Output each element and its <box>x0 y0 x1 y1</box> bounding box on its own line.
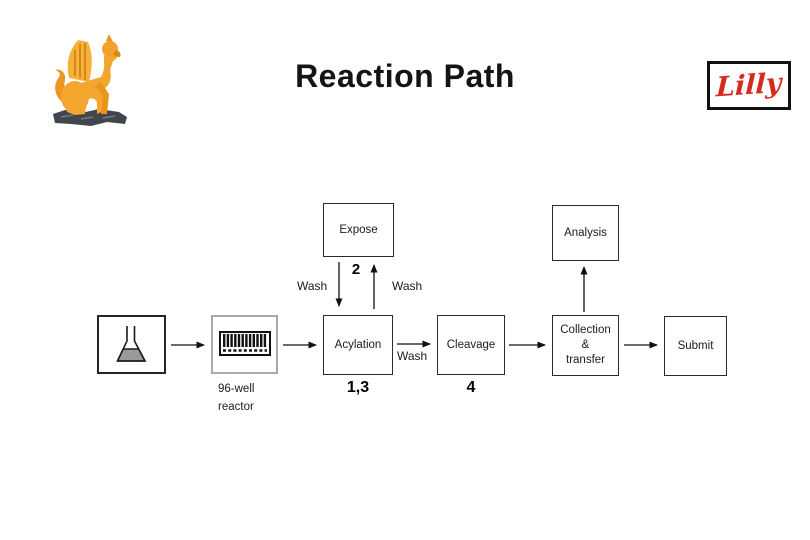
flow-box-acylation-label: Acylation <box>334 339 382 351</box>
reactor-caption-line2: reactor <box>218 401 254 413</box>
flow-box-expose: Expose <box>323 203 394 257</box>
flow-box-expose-label: Expose <box>339 224 378 236</box>
step-number-expose: 2 <box>351 261 361 278</box>
flow-box-submit-label: Submit <box>677 340 714 352</box>
reactor-caption-line1: 96-well <box>218 383 255 395</box>
griffin-muzzle <box>113 50 121 57</box>
well-plate-icon <box>218 330 271 356</box>
flow-box-flask <box>97 315 166 374</box>
page-title: Reaction Path <box>295 58 515 94</box>
collection-line1: Collection <box>560 324 611 336</box>
flow-box-cleavage-label: Cleavage <box>446 339 496 351</box>
step-number-acylation: 1,3 <box>346 379 370 396</box>
griffin-wing-feathers <box>74 43 86 80</box>
griffin-ear <box>106 34 113 42</box>
griffin-statue-icon <box>53 34 127 126</box>
flow-box-collection: Collection & transfer <box>552 315 619 376</box>
griffin-rock-streaks <box>60 114 116 120</box>
reactor-caption: 96-well reactor <box>218 380 254 416</box>
wash-label-middle: Wash <box>397 349 428 363</box>
collection-line3: transfer <box>566 354 605 366</box>
flow-box-submit: Submit <box>664 316 727 376</box>
flow-box-cleavage: Cleavage <box>437 315 505 375</box>
lilly-logo: Lilly <box>707 61 791 110</box>
wash-label-right: Wash <box>392 279 423 293</box>
flask-icon <box>115 325 146 362</box>
griffin-tail <box>55 69 73 104</box>
flow-box-acylation: Acylation <box>323 315 393 375</box>
flow-box-analysis: Analysis <box>552 205 619 261</box>
flow-box-analysis-label: Analysis <box>564 227 607 239</box>
collection-line2: & <box>581 339 590 351</box>
griffin-foreleg <box>95 82 109 114</box>
lilly-logo-text: Lilly <box>715 67 783 104</box>
step-number-cleavage: 4 <box>466 379 476 396</box>
flow-box-reactor <box>211 315 278 374</box>
wash-label-left: Wash <box>297 279 328 293</box>
